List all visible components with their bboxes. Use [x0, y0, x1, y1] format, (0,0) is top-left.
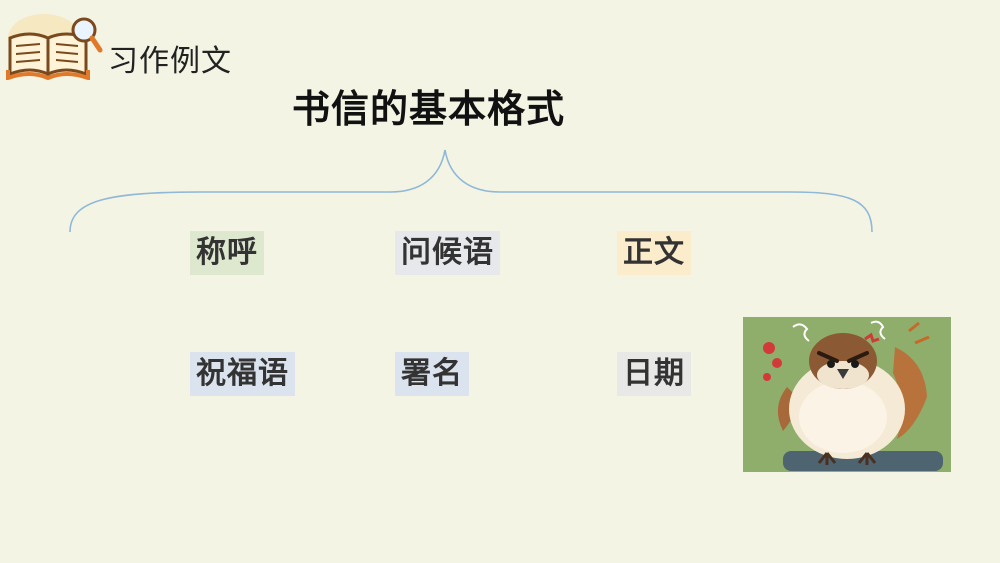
format-tag-signature: 署名 [395, 352, 469, 396]
angry-sparrow-illustration [743, 317, 951, 472]
format-tag-blessing: 祝福语 [190, 352, 295, 396]
format-tag-salutation: 称呼 [190, 231, 264, 275]
section-label: 习作例文 [108, 44, 232, 79]
format-tag-date: 日期 [617, 352, 691, 396]
format-tag-greeting: 问候语 [395, 231, 500, 275]
book-magnifier-icon [6, 14, 103, 80]
page-title: 书信的基本格式 [292, 87, 566, 131]
format-tag-body: 正文 [617, 231, 691, 275]
